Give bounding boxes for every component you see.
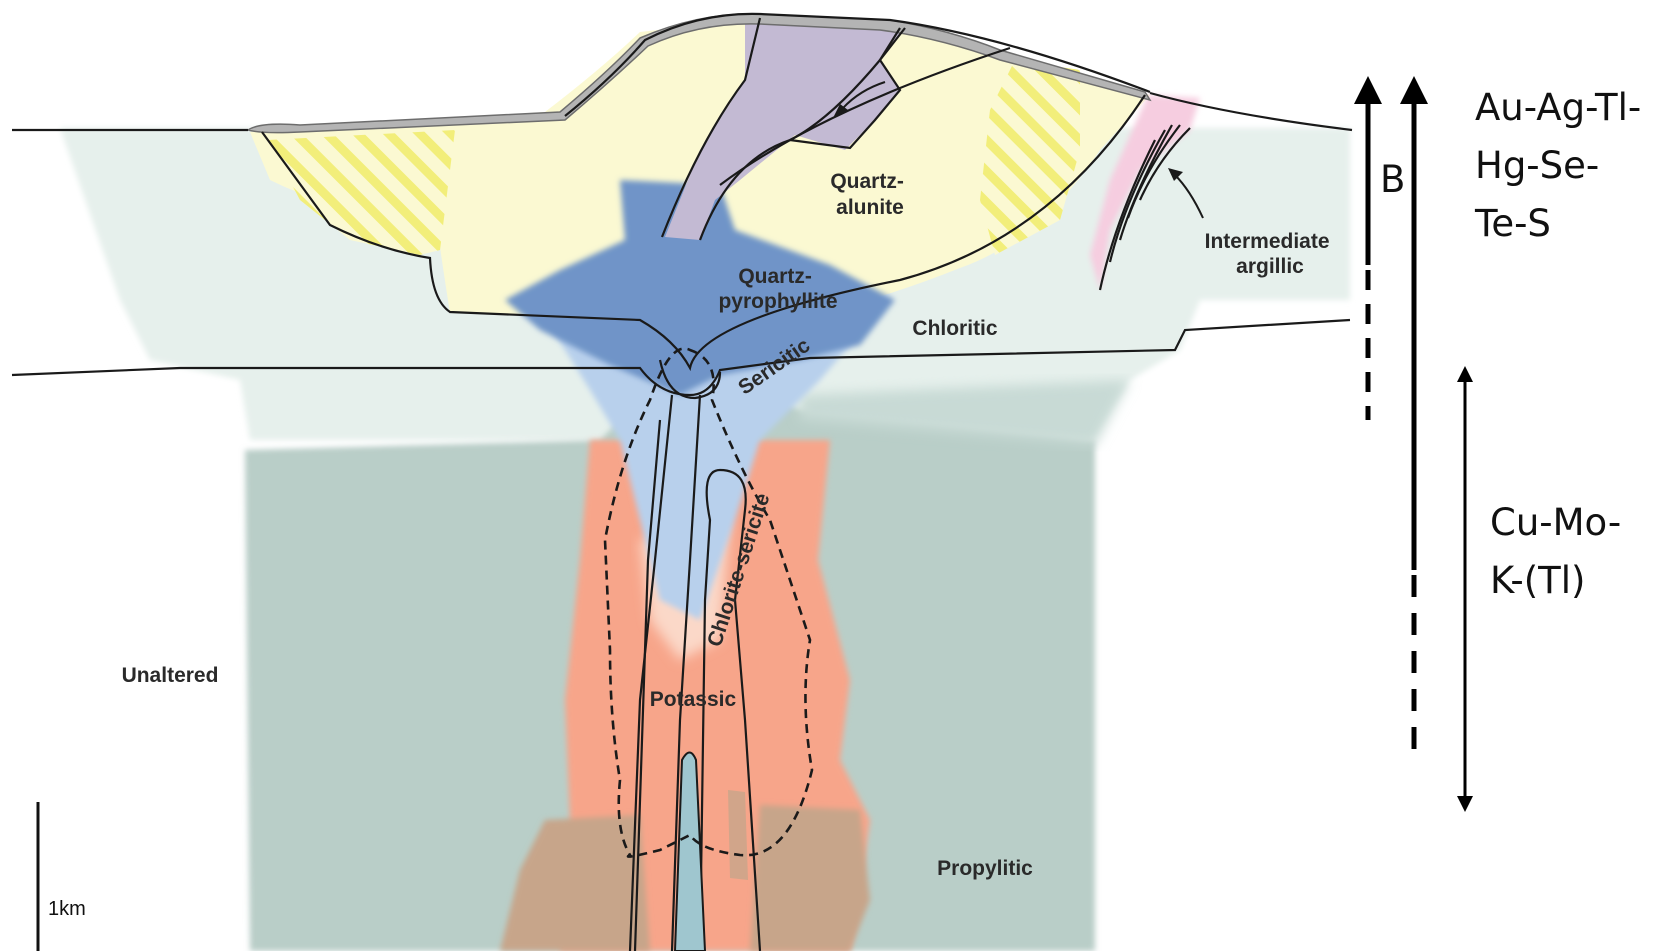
element-group-upper: Au-Ag-Tl- Hg-Se- Te-S [1474, 86, 1653, 245]
label-propylitic: Propylitic [937, 857, 1033, 880]
label-potassic: Potassic [650, 688, 737, 711]
label-unaltered: Unaltered [122, 664, 219, 687]
marker-b-label: B [1380, 158, 1405, 201]
brown-root-right [750, 805, 870, 951]
range-arrow-lower [1457, 366, 1473, 812]
range-arrow-b [1354, 76, 1382, 420]
element-group-lower: Cu-Mo- K-(Tl) [1490, 501, 1633, 602]
scale-bar-label: 1km [48, 898, 86, 920]
label-chloritic: Chloritic [912, 317, 997, 340]
brown-streak [728, 790, 748, 880]
